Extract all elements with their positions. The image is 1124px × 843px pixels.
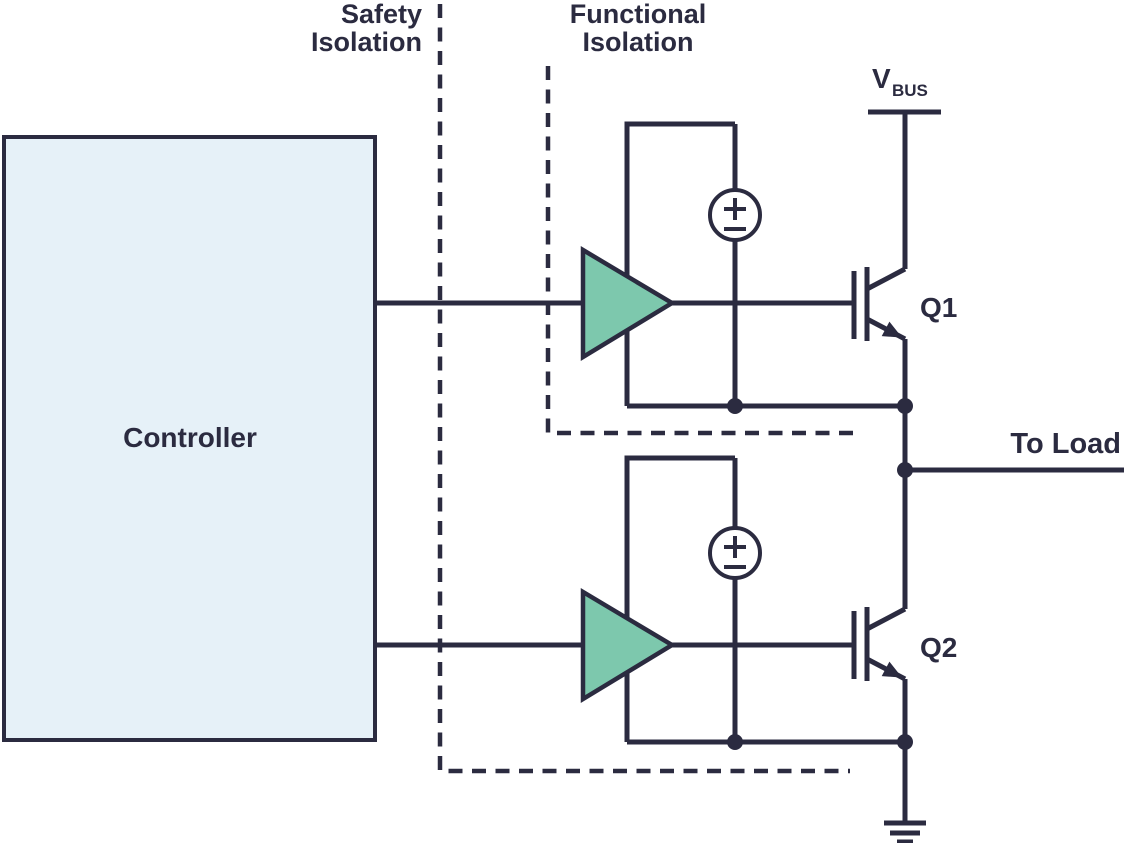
junction-dot-q1-emitter — [897, 398, 913, 414]
junction-dot-low-side-return — [727, 734, 743, 750]
igbt-q2 — [851, 606, 907, 682]
safety-isolation-label-line1: Safety — [341, 0, 422, 29]
plus-icon — [724, 536, 746, 558]
wire-low-side-supply-loop — [624, 455, 735, 742]
q2-label: Q2 — [920, 632, 957, 663]
q1-label: Q1 — [920, 292, 957, 323]
low-side-gate-driver-triangle — [580, 588, 677, 703]
isolated-supply-low-side — [708, 526, 762, 580]
vbus-label-subscript: BUS — [892, 81, 928, 100]
functional-isolation-label-line1: Functional — [570, 0, 707, 29]
ground-symbol — [884, 742, 926, 843]
q1-emitter-arrow-icon — [881, 321, 903, 338]
vbus-label: V — [872, 63, 891, 94]
q1-collector-diagonal — [865, 266, 907, 292]
functional-isolation-boundary-line — [545, 66, 855, 436]
high-side-gate-driver-triangle — [580, 246, 677, 361]
q2-emitter-arrow-icon — [881, 661, 903, 678]
safety-isolation-boundary-line — [437, 4, 850, 774]
plus-icon — [724, 198, 746, 220]
junction-dot-high-side-return — [727, 398, 743, 414]
controller-block — [2, 135, 377, 742]
safety-isolation-label-line2: Isolation — [311, 27, 422, 57]
functional-isolation-label-line2: Isolation — [582, 27, 693, 57]
to-load-label: To Load — [1010, 428, 1121, 460]
isolated-supply-high-side — [708, 188, 762, 242]
junction-dot-load-node — [897, 462, 913, 478]
junction-dot-q2-emitter — [897, 734, 913, 750]
q2-collector-diagonal — [865, 606, 907, 632]
controller-label: Controller — [123, 422, 257, 453]
wire-high-side-supply-loop — [624, 121, 735, 406]
igbt-q1 — [851, 266, 907, 342]
